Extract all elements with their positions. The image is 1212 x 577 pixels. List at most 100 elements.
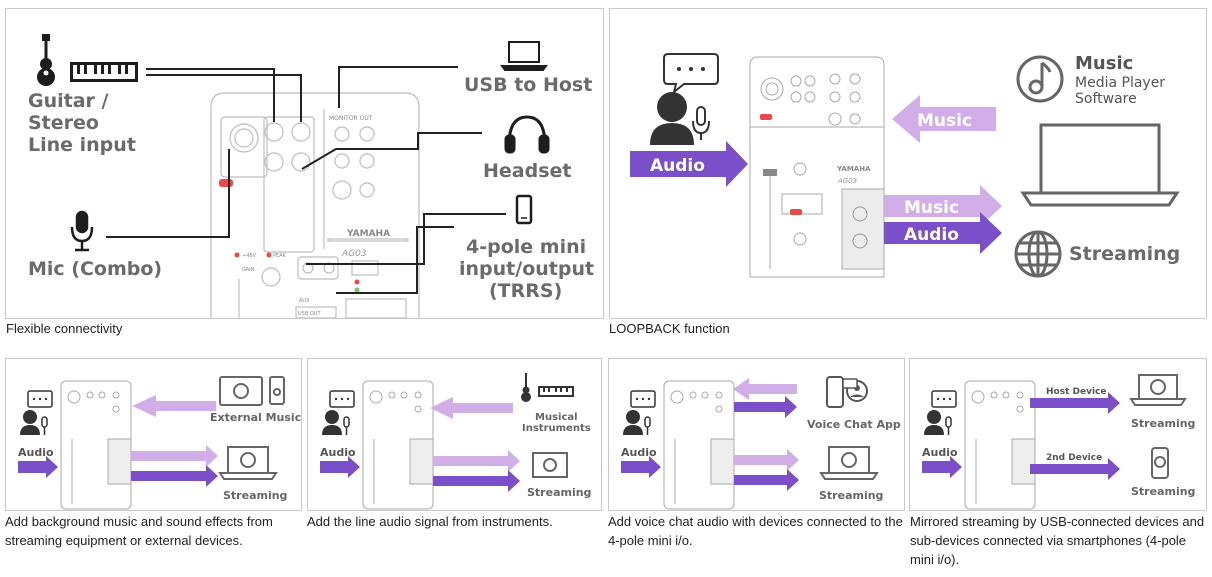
second-device-arrow — [1030, 458, 1120, 480]
laptop-icon — [500, 41, 548, 71]
pole-label-2: input/output — [459, 258, 594, 280]
microphone-icon — [644, 416, 651, 435]
chat-bubble-icon — [329, 390, 355, 408]
connectivity-panel: MONITOR OUT YAMAHA AG03 +48V PEAK GAIN A… — [5, 8, 604, 319]
keyboard-icon — [538, 386, 574, 397]
svg-text:Streaming: Streaming — [1131, 485, 1195, 498]
scenario-diagram: Audio Musical Instruments Streaming — [320, 373, 591, 510]
scenario-panel-mirrored: Audio Host Device 2nd Device Streaming S… — [909, 358, 1207, 511]
mixer-device — [210, 92, 420, 318]
audio-arrow — [621, 456, 661, 478]
tablet-icon — [219, 376, 263, 406]
mixer-panel — [841, 188, 885, 270]
scenario-caption-music: Add background music and sound effects f… — [5, 514, 273, 548]
mic-label: Mic (Combo) — [28, 258, 162, 280]
svg-text:GAIN: GAIN — [242, 267, 255, 273]
person-icon — [322, 410, 342, 435]
audio-arrow — [922, 456, 962, 478]
pole-label-1: 4-pole mini — [466, 236, 586, 258]
scenario-panel-instruments: Audio Musical Instruments Streaming — [307, 358, 602, 511]
host-arrow — [1030, 392, 1120, 414]
chat-bubble-icon — [630, 390, 656, 408]
loopback-diagram: Audio YAMAHA AG03 Music Music — [630, 53, 1180, 278]
software-label-3: Software — [1075, 91, 1137, 107]
scenario-diagram: Audio External Music Streaming — [18, 376, 301, 510]
music-in-arrow — [132, 395, 216, 417]
svg-text:Musical: Musical — [535, 412, 578, 423]
laptop-icon — [1020, 123, 1180, 207]
mixer-device — [964, 380, 1036, 510]
audio-out-arrow — [433, 470, 520, 492]
svg-text:External Music: External Music — [210, 411, 301, 424]
music-in-label: Music — [917, 111, 972, 131]
smartphone-icon — [515, 194, 533, 225]
chat-bubble-icon — [663, 53, 719, 95]
svg-text:PEAK: PEAK — [273, 253, 287, 259]
chat-bubble-icon — [842, 378, 868, 402]
music-out-arrow — [734, 449, 799, 471]
svg-text:YAMAHA: YAMAHA — [836, 165, 871, 173]
person-icon — [20, 410, 40, 435]
loopback-caption: LOOPBACK function — [609, 321, 730, 336]
laptop-icon — [1129, 374, 1187, 406]
svg-text:Streaming: Streaming — [223, 489, 287, 502]
phantom-switch — [219, 179, 233, 187]
chat-in-arrow — [733, 378, 797, 400]
person-icon — [623, 410, 643, 435]
mixer-device — [60, 380, 132, 510]
loopback-panel: Audio YAMAHA AG03 Music Music — [609, 8, 1207, 319]
usb-label: USB to Host — [464, 74, 592, 96]
audio-out-label: Audio — [904, 225, 959, 245]
instrument-in-arrow — [430, 397, 513, 419]
connectivity-caption: Flexible connectivity — [6, 321, 123, 336]
svg-text:AG03: AG03 — [341, 249, 367, 259]
svg-text:Streaming: Streaming — [527, 486, 591, 499]
svg-text:Streaming: Streaming — [1131, 417, 1195, 430]
audio-out-arrow — [734, 469, 799, 491]
guitar-label-1: Guitar / — [28, 90, 109, 112]
headset-label: Headset — [483, 160, 572, 182]
keyboard-icon — [70, 62, 138, 82]
music-out-arrow — [131, 445, 218, 467]
audio-arrow — [320, 456, 360, 478]
svg-text:+48V: +48V — [242, 253, 257, 259]
globe-icon — [1014, 230, 1062, 278]
svg-text:Audio: Audio — [922, 446, 958, 459]
person-icon — [650, 92, 694, 145]
guitar-label-2: Stereo — [28, 112, 99, 134]
microphone-icon — [70, 210, 94, 252]
svg-text:AUX: AUX — [299, 298, 310, 304]
mixer-device — [362, 380, 434, 510]
music-note-icon — [1016, 55, 1064, 103]
svg-text:USB OUT: USB OUT — [298, 311, 321, 317]
svg-text:Streaming: Streaming — [819, 489, 883, 502]
pole-label-3: (TRRS) — [489, 280, 562, 302]
streaming-label: Streaming — [1069, 243, 1180, 265]
tablet-icon — [532, 452, 568, 478]
svg-text:Host Device: Host Device — [1046, 387, 1106, 397]
headset-icon — [504, 115, 550, 154]
scenario-caption-mirrored: Mirrored streaming by USB-connected devi… — [910, 514, 1205, 567]
scenario-panel-voicechat: Audio Voice Chat App Streaming — [608, 358, 905, 511]
mixer-device — [663, 380, 735, 510]
music-out-arrow — [884, 185, 1002, 227]
smartphone-icon — [1151, 447, 1169, 479]
svg-text:Audio: Audio — [320, 446, 356, 459]
scenario-caption-instruments: Add the line audio signal from instrumen… — [307, 514, 553, 529]
audio-out-arrow — [131, 465, 218, 487]
guitar-icon — [521, 373, 531, 402]
microphone-icon — [692, 106, 710, 140]
cables — [106, 66, 506, 294]
person-icon — [924, 410, 944, 435]
scenario-diagram: Audio Host Device 2nd Device Streaming S… — [922, 374, 1195, 510]
audio-in-label: Audio — [650, 156, 705, 176]
smartphone-icon — [826, 376, 844, 408]
svg-text:YAMAHA: YAMAHA — [346, 229, 390, 239]
microphone-icon — [41, 416, 48, 435]
svg-text:Instruments: Instruments — [522, 423, 591, 434]
svg-text:Voice Chat App: Voice Chat App — [807, 418, 901, 431]
scenario-panel-music: Audio External Music Streaming — [5, 358, 302, 511]
svg-text:MONITOR OUT: MONITOR OUT — [329, 115, 373, 122]
microphone-icon — [343, 416, 350, 435]
smartphone-icon — [269, 376, 285, 405]
